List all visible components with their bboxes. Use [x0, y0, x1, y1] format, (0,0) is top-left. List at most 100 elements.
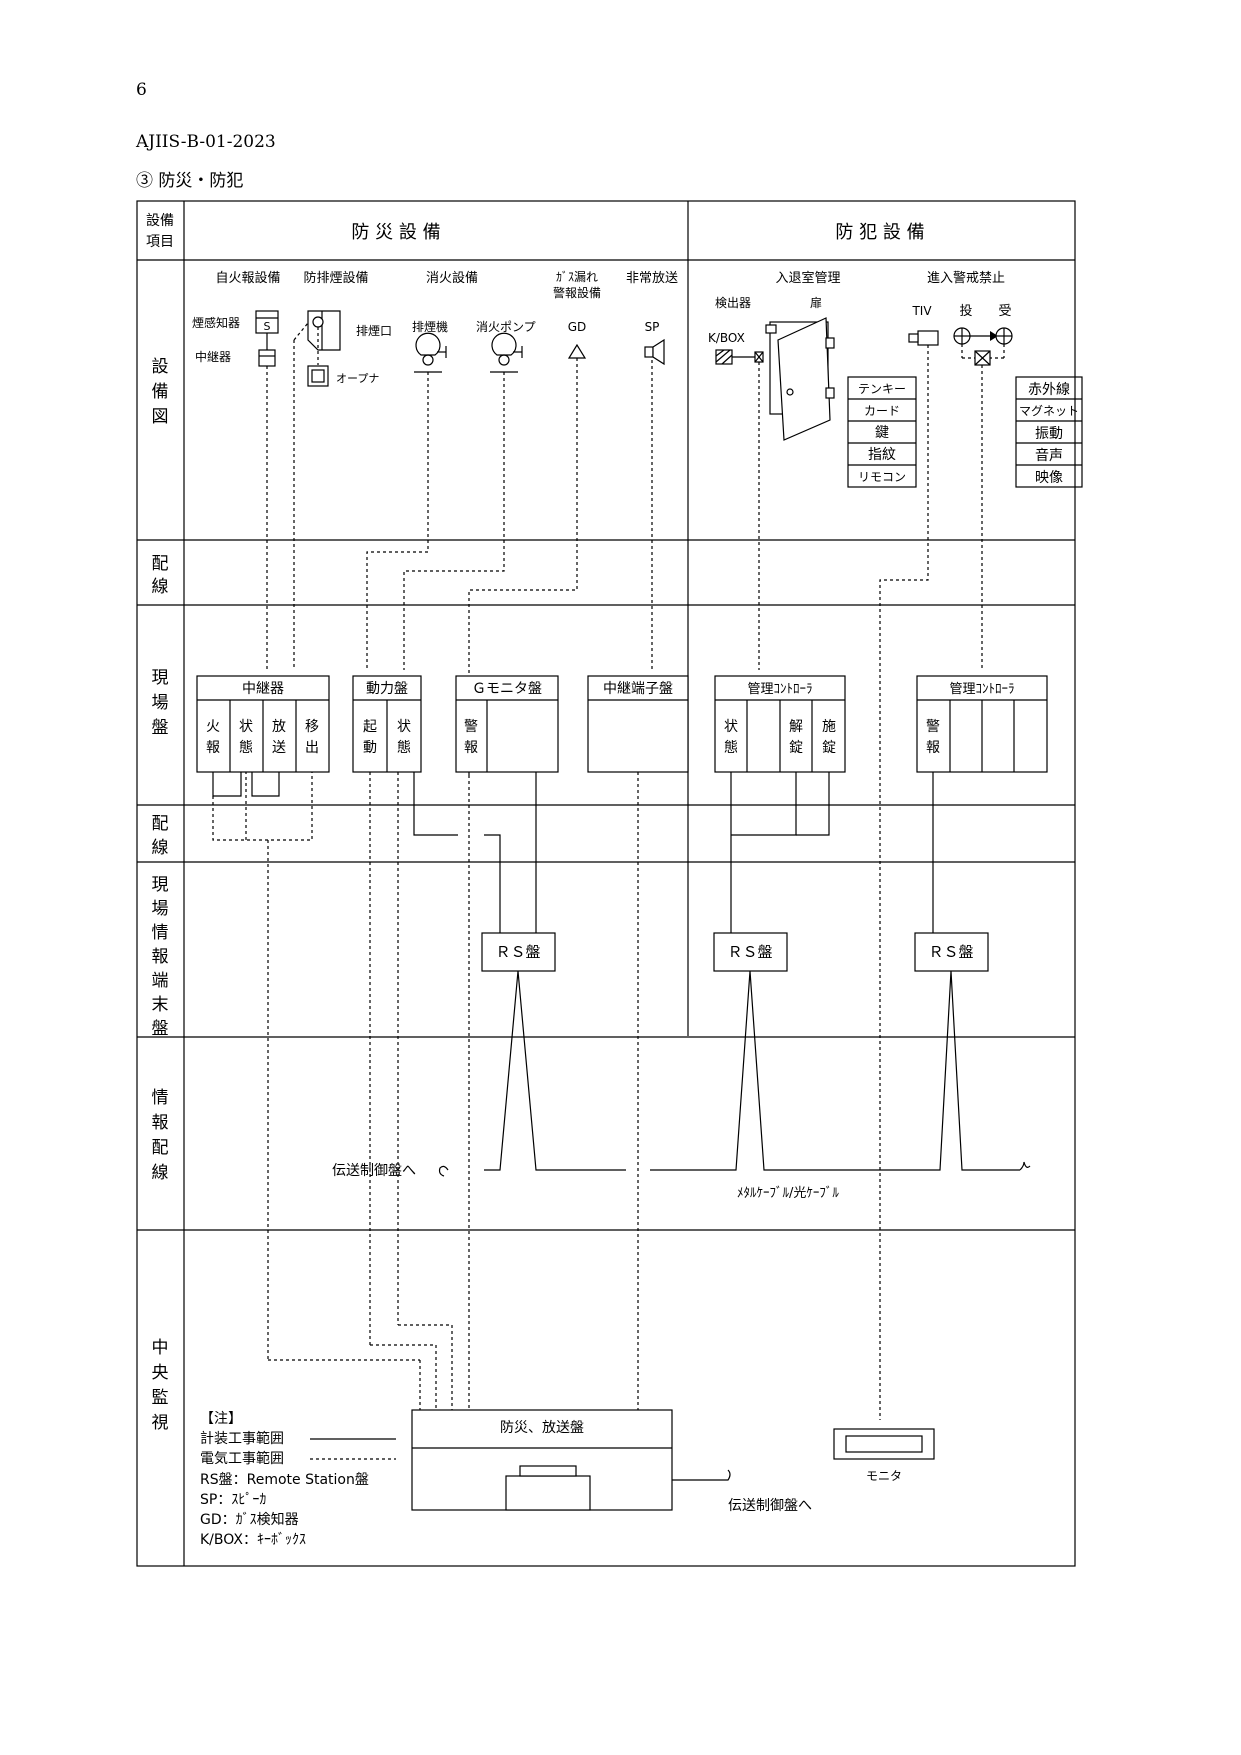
svg-text:ＲＳ盤: ＲＳ盤 — [727, 943, 772, 961]
row-label-info-wiring: 情 報 配 線 — [152, 1088, 169, 1183]
svg-text:放: 放 — [272, 719, 286, 735]
svg-text:警: 警 — [464, 719, 478, 735]
svg-text:K/BOX：ｷｰﾎﾞｯｸｽ: K/BOX：ｷｰﾎﾞｯｸｽ — [200, 1532, 306, 1548]
svg-text:Ｇモニタ盤: Ｇモニタ盤 — [472, 681, 542, 697]
svg-text:火: 火 — [206, 719, 220, 735]
table-grid — [136, 200, 1076, 1567]
row-label-central: 中 央 監 視 — [152, 1338, 169, 1433]
svg-text:図: 図 — [152, 407, 169, 427]
svg-text:状: 状 — [397, 719, 411, 735]
access-method-item: カード — [864, 404, 900, 418]
fire-pump-label: 消火ポンプ — [476, 320, 536, 334]
notes-legend: 【注】 計装工事範囲 電気工事範囲 RS盤：Remote Station盤 SP… — [200, 1411, 396, 1548]
fire-pump-icon — [490, 332, 523, 373]
svg-text:央: 央 — [152, 1363, 169, 1383]
svg-text:盤: 盤 — [152, 1019, 169, 1039]
svg-text:管理ｺﾝﾄﾛｰﾗ: 管理ｺﾝﾄﾛｰﾗ — [747, 682, 812, 697]
category-fire-alarm: 自火報設備 — [215, 270, 280, 286]
svg-text:報: 報 — [152, 1113, 169, 1133]
row-label-field-terminal: 現 場 情 報 端 末 盤 — [152, 875, 169, 1039]
item-col-label-2: 項目 — [146, 234, 174, 250]
svg-text:態: 態 — [397, 740, 411, 756]
smoke-detector-icon: S — [255, 310, 279, 334]
central-panel: 防災、放送盤 — [411, 1409, 673, 1511]
management-controller-panel-2: 管理ｺﾝﾄﾛｰﾗ 警 報 — [916, 675, 1048, 773]
tiv-label: TIV — [911, 304, 932, 318]
intrusion-method-item: 赤外線 — [1028, 382, 1070, 398]
svg-text:移: 移 — [305, 719, 319, 735]
exhaust-fan-icon — [414, 332, 447, 373]
category-gas-leak-1: ｶﾞｽ漏れ — [556, 270, 598, 284]
svg-text:中継端子盤: 中継端子盤 — [603, 681, 673, 697]
svg-text:末: 末 — [152, 995, 169, 1015]
svg-text:錠: 錠 — [789, 740, 803, 756]
svg-text:状: 状 — [239, 719, 253, 735]
svg-text:設: 設 — [152, 357, 169, 377]
row-label-diagram: 設 備 図 — [152, 357, 169, 427]
rs-panel-2: ＲＳ盤 — [713, 932, 788, 972]
exhaust-port-icon — [307, 310, 341, 365]
exhaust-fan-label: 排煙機 — [412, 319, 448, 334]
document-id: AJIIS-B-01-2023 — [136, 132, 276, 152]
management-controller-panel-1: 管理ｺﾝﾄﾛｰﾗ 状 態 解 錠 施 錠 — [714, 675, 846, 773]
svg-text:線: 線 — [152, 1163, 169, 1183]
svg-text:RS盤：Remote Station盤: RS盤：Remote Station盤 — [200, 1472, 369, 1488]
electrical-wiring — [266, 322, 983, 1420]
svg-text:視: 視 — [152, 1413, 169, 1433]
speaker-label: SP — [645, 320, 660, 334]
svg-text:電気工事範囲: 電気工事範囲 — [200, 1450, 284, 1467]
svg-text:出: 出 — [305, 740, 319, 756]
svg-text:ＲＳ盤: ＲＳ盤 — [495, 943, 540, 961]
svg-text:配: 配 — [152, 554, 169, 574]
svg-text:監: 監 — [152, 1388, 169, 1408]
to-transmission-panel-label: 伝送制御盤へ — [332, 1163, 416, 1179]
svg-text:送: 送 — [272, 740, 286, 756]
exhaust-port-label: 排煙口 — [356, 324, 392, 338]
svg-text:中: 中 — [152, 1338, 169, 1358]
svg-text:管理ｺﾝﾄﾛｰﾗ: 管理ｺﾝﾄﾛｰﾗ — [949, 682, 1014, 697]
svg-text:現: 現 — [152, 875, 169, 895]
category-fire-extinguishing: 消火設備 — [426, 270, 478, 286]
tiv-camera-icon — [908, 330, 939, 346]
repeater-panel: 中継器 火 報 状 態 放 送 移 出 — [196, 675, 330, 773]
central-to-transmission-line — [672, 1469, 731, 1481]
throw-label: 投 — [959, 303, 972, 319]
cable-type-label: ﾒﾀﾙｹｰﾌﾞﾙ/光ｹｰﾌﾞﾙ — [737, 1186, 839, 1201]
to-transmission-panel-bottom-label: 伝送制御盤へ — [728, 1498, 812, 1514]
row-label-field-panel: 現 場 盤 — [152, 668, 169, 738]
svg-text:態: 態 — [724, 740, 738, 756]
repeater-label: 中継器 — [195, 349, 231, 364]
row-label-wiring-2: 配 線 — [152, 814, 169, 858]
repeater-icon — [258, 333, 276, 367]
kbox-label: K/BOX — [708, 331, 745, 345]
category-smoke-exhaust: 防排煙設備 — [303, 270, 368, 286]
access-method-list: テンキー カード 鍵 指紋 リモコン — [847, 376, 917, 488]
rs-panel-1: ＲＳ盤 — [481, 932, 556, 972]
panel-interconnect-wiring — [212, 772, 934, 1410]
disaster-equipment-header: 防 災 設 備 — [351, 222, 440, 243]
intrusion-method-list: 赤外線 マグネット 振動 音声 映像 — [1015, 376, 1083, 488]
svg-text:備: 備 — [152, 382, 169, 402]
intrusion-method-item: マグネット — [1019, 404, 1079, 418]
gas-detector-label: GD — [568, 320, 587, 334]
page-number: 6 — [136, 80, 147, 100]
intrusion-method-item: 映像 — [1035, 470, 1063, 486]
svg-text:配: 配 — [152, 814, 169, 834]
svg-text:配: 配 — [152, 1138, 169, 1158]
svg-text:線: 線 — [152, 577, 169, 597]
monitor-label: モニタ — [866, 1469, 902, 1483]
svg-text:防災、放送盤: 防災、放送盤 — [500, 1420, 584, 1436]
svg-text:【注】: 【注】 — [200, 1411, 242, 1427]
category-intrusion-alarm: 進入警戒禁止 — [927, 270, 1005, 286]
svg-text:報: 報 — [926, 740, 940, 756]
svg-text:状: 状 — [724, 719, 738, 735]
rs-panel-3: ＲＳ盤 — [914, 932, 989, 972]
section-title: ③ 防災・防犯 — [136, 171, 244, 191]
kbox-icon — [715, 349, 764, 365]
power-panel: 動力盤 起 動 状 態 — [352, 675, 422, 773]
svg-text:報: 報 — [206, 740, 220, 756]
svg-text:動: 動 — [363, 740, 377, 756]
svg-text:GD：ｶﾞｽ検知器: GD：ｶﾞｽ検知器 — [200, 1511, 299, 1528]
svg-text:報: 報 — [152, 947, 169, 967]
door-label: 扉 — [810, 296, 822, 310]
